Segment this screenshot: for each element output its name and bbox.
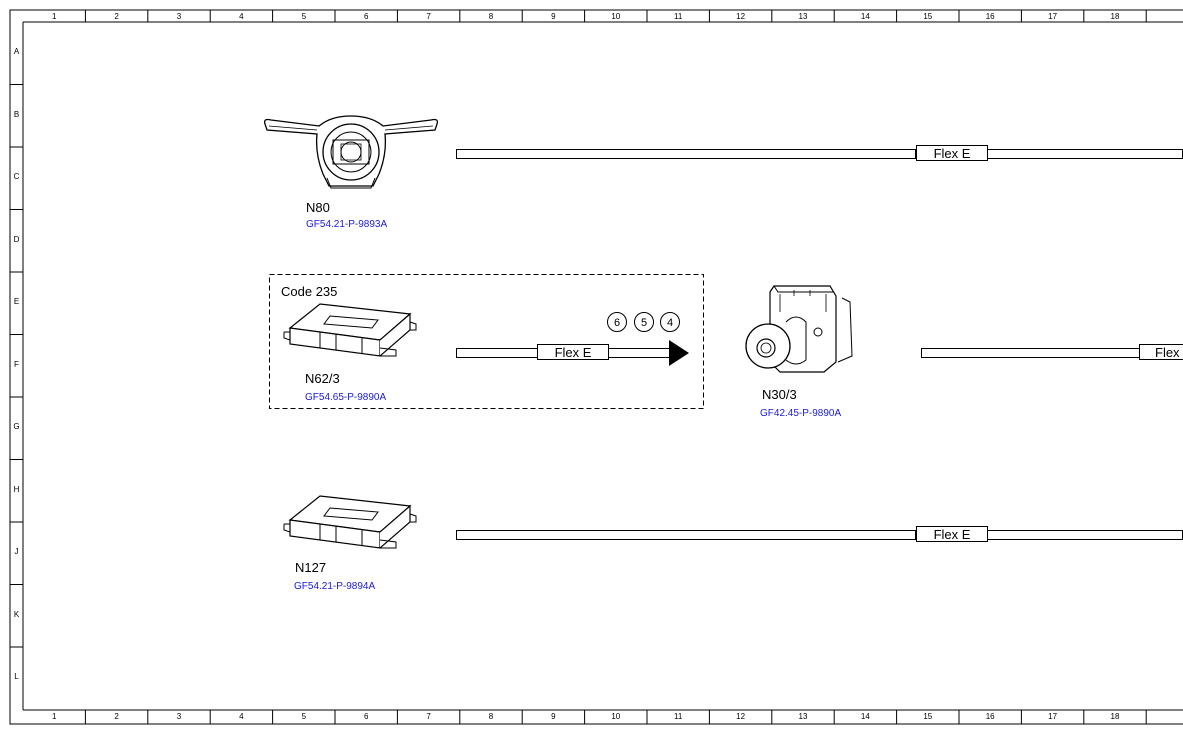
esp-hydraulic-unit-icon[interactable] (740, 282, 860, 382)
grid-column-label: 13 (798, 712, 808, 721)
grid-row-label: A (13, 47, 20, 57)
grid-row-label: G (13, 422, 20, 432)
grid-row-label: B (13, 109, 20, 119)
steering-column-module-icon[interactable] (261, 114, 441, 194)
grid-column-label: 12 (736, 712, 746, 721)
flex-e-label-middle: Flex E (537, 344, 609, 360)
control-unit-icon[interactable] (280, 492, 420, 562)
grid-column-label: 15 (923, 712, 933, 721)
grid-column-label: 18 (1110, 12, 1120, 21)
reference-circle-5: 5 (634, 312, 654, 332)
grid-column-label: 8 (488, 712, 494, 721)
grid-column-label: 4 (239, 12, 244, 21)
flex-bus-bottom-left (456, 530, 916, 540)
grid-column-label: 10 (611, 712, 621, 721)
grid-column-label: 2 (114, 12, 119, 21)
grid-column-label: 3 (176, 712, 182, 721)
reference-circle-6: 6 (607, 312, 627, 332)
grid-column-label: 18 (1110, 712, 1120, 721)
grid-column-label: 8 (488, 12, 494, 21)
flex-e-label-top: Flex E (916, 145, 988, 161)
grid-column-label: 7 (426, 712, 431, 721)
grid-column-label: 17 (1048, 12, 1058, 21)
doc-link-n62-3[interactable]: GF54.65-P-9890A (305, 392, 387, 403)
component-label-n30-3: N30/3 (762, 387, 797, 402)
grid-column-label: 11 (674, 12, 683, 21)
reference-circle-4: 4 (660, 312, 680, 332)
grid-column-label: 15 (923, 12, 933, 21)
grid-column-label: 4 (239, 712, 244, 721)
flex-bus-top-left (456, 149, 916, 159)
grid-row-label: E (13, 297, 20, 307)
grid-column-label: 9 (551, 712, 556, 721)
flex-bus-middle-left (456, 348, 538, 358)
grid-column-label: 14 (860, 12, 870, 21)
grid-row-label: H (13, 484, 20, 494)
component-label-n80: N80 (306, 200, 330, 215)
doc-link-n30-3[interactable]: GF42.45-P-9890A (760, 408, 842, 419)
grid-column-label: 1 (51, 12, 57, 21)
component-label-n62-3: N62/3 (305, 371, 340, 386)
grid-column-label: 6 (363, 12, 369, 21)
grid-column-label: 1 (51, 712, 57, 721)
flex-bus-middle-right (608, 348, 672, 358)
grid-column-label: 13 (798, 12, 808, 21)
grid-column-label: 2 (114, 712, 119, 721)
grid-column-label: 12 (736, 12, 746, 21)
doc-link-n80[interactable]: GF54.21-P-9893A (306, 219, 388, 230)
doc-link-n127[interactable]: GF54.21-P-9894A (294, 581, 376, 592)
code-group-border (269, 274, 704, 409)
component-label-n127: N127 (295, 560, 327, 575)
grid-column-label: 7 (426, 12, 431, 21)
grid-column-label: 5 (301, 712, 307, 721)
flex-bus-middle-far (921, 348, 1140, 358)
grid-column-label: 9 (551, 12, 556, 21)
grid-column-label: 11 (674, 712, 683, 721)
flex-bus-top-right (987, 149, 1183, 159)
code-group-label: Code 235 (281, 284, 338, 299)
grid-column-label: 17 (1048, 712, 1058, 721)
grid-row-label: C (13, 172, 20, 182)
flex-label-middle-right: Flex (1139, 344, 1183, 360)
grid-column-label: 16 (985, 712, 995, 721)
grid-column-label: 16 (985, 12, 995, 21)
flex-bus-bottom-right (987, 530, 1183, 540)
arrow-right-icon (669, 340, 689, 366)
grid-row-label: J (14, 547, 19, 557)
grid-column-label: 14 (860, 712, 870, 721)
grid-row-label: D (13, 234, 20, 244)
grid-column-label: 6 (363, 712, 369, 721)
grid-row-label: F (14, 359, 19, 369)
grid-row-label: K (13, 609, 20, 619)
grid-column-label: 5 (301, 12, 307, 21)
grid-column-label: 3 (176, 12, 182, 21)
flex-e-label-bottom: Flex E (916, 526, 988, 542)
grid-column-label: 10 (611, 12, 621, 21)
control-unit-icon[interactable] (280, 300, 420, 370)
grid-row-label: L (14, 672, 19, 682)
